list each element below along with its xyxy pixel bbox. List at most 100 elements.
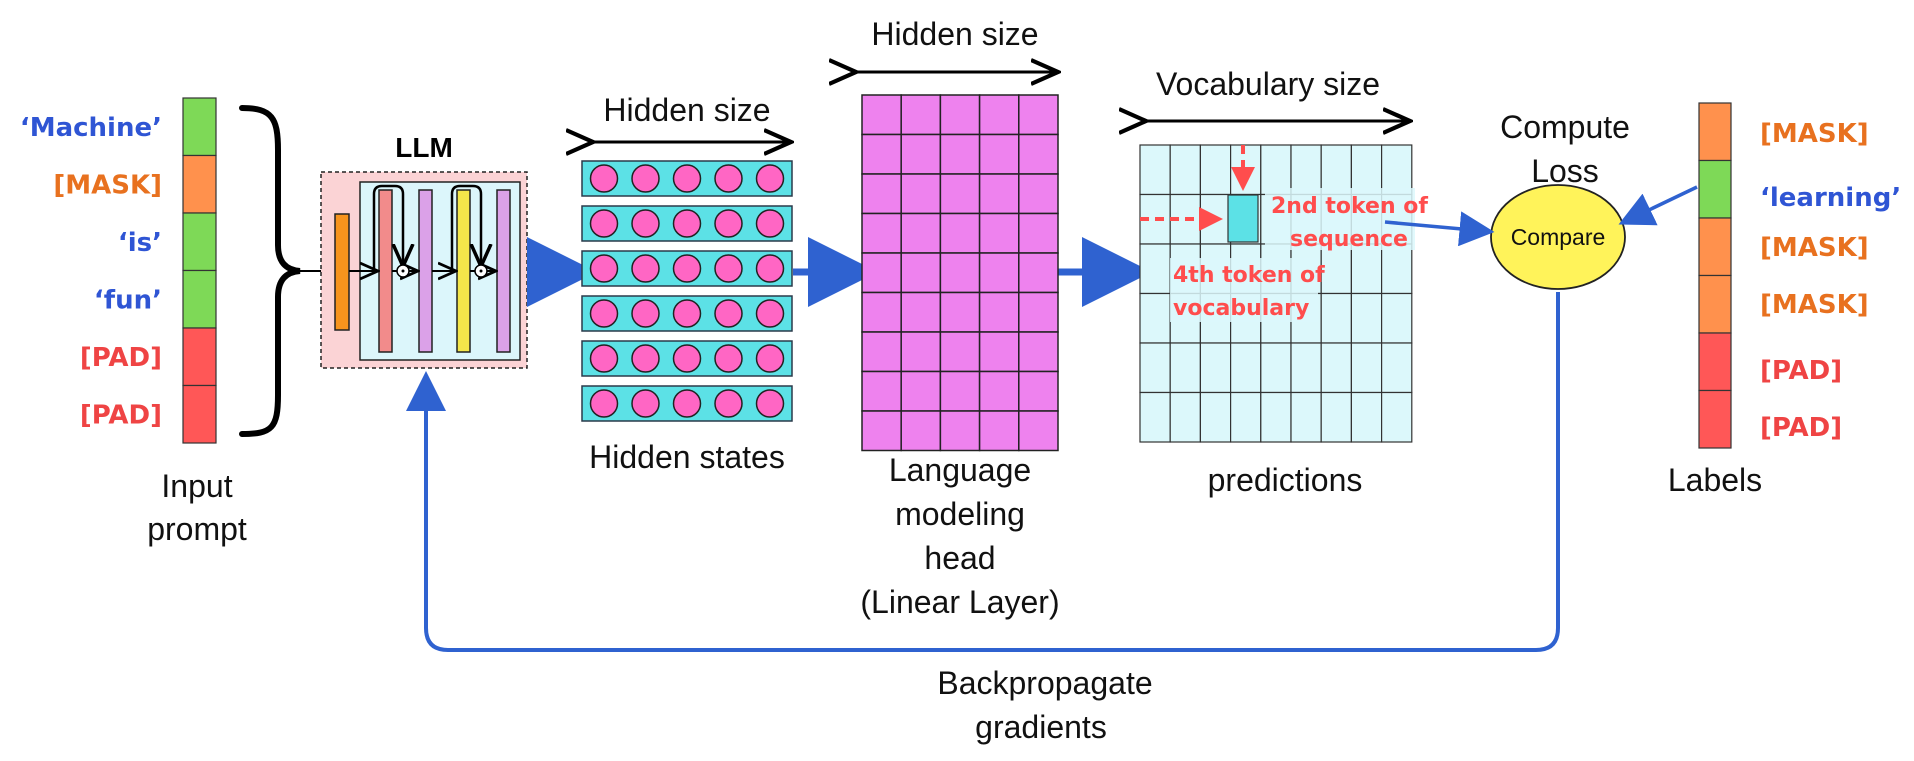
lm-head-size-label: Hidden size (871, 16, 1038, 52)
llm-residual-1 (372, 184, 403, 271)
label-token-text: [MASK] (1760, 233, 1869, 263)
hidden-unit (589, 299, 619, 328)
weight-cell (1018, 133, 1059, 175)
input-token-label: ‘is’ (118, 228, 162, 258)
prediction-cell (1320, 292, 1352, 344)
label-token-text: [PAD] (1760, 356, 1842, 386)
prediction-cell (1260, 342, 1292, 394)
prediction-cell (1229, 342, 1262, 394)
weight-cell (978, 252, 1020, 294)
lm-head-caption-line1: Language (889, 452, 1031, 488)
weight-cell (900, 331, 942, 373)
sequence-annotation-line1: 2nd token of (1271, 194, 1428, 219)
weight-cell (978, 212, 1020, 254)
label-token-column (1698, 102, 1732, 449)
prediction-cell (1199, 144, 1232, 196)
weight-cell (978, 331, 1020, 373)
hidden-unit (714, 254, 743, 283)
weight-cell (900, 291, 942, 333)
input-token-cell (182, 384, 217, 444)
compute-loss-title-line1: Compute (1500, 109, 1630, 145)
input-token-label: ‘fun’ (94, 286, 162, 316)
weight-cell (1018, 291, 1059, 333)
weight-cell (978, 291, 1020, 333)
weight-cell (900, 370, 942, 412)
hidden-unit (631, 299, 660, 328)
weight-cell (861, 331, 902, 373)
prediction-cell (1380, 342, 1413, 394)
weight-cell (861, 212, 902, 254)
prediction-cell (1290, 342, 1322, 394)
vocabulary-annotation-line2: vocabulary (1173, 296, 1309, 321)
weight-cell (900, 94, 942, 136)
input-brace (239, 105, 301, 437)
llm-label: LLM (395, 132, 453, 163)
vocabulary-annotation: 4th token of vocabulary (1170, 258, 1325, 322)
weight-cell (939, 331, 981, 373)
hidden-unit (589, 254, 619, 283)
hidden-unit (755, 209, 785, 238)
weight-cell (861, 173, 902, 215)
hidden-unit (672, 389, 702, 418)
hidden-states-grid (581, 160, 793, 422)
labels-to-compare-arrow (1618, 185, 1698, 226)
input-caption-line2: prompt (147, 511, 247, 547)
prediction-cell (1199, 391, 1232, 443)
prediction-cell (1290, 391, 1322, 443)
backprop-caption-line2: gradients (975, 709, 1107, 745)
weight-cell (900, 252, 942, 294)
prediction-cell (1380, 144, 1413, 196)
prediction-cell (1380, 243, 1413, 295)
hidden-unit (631, 389, 660, 418)
hidden-unit (714, 299, 743, 328)
weight-cell (1018, 173, 1059, 215)
hidden-unit (672, 209, 702, 238)
llm-norm-layer-2 (496, 189, 511, 353)
hidden-unit (755, 254, 785, 283)
prediction-cell (1290, 144, 1322, 196)
prediction-cell (1380, 292, 1413, 344)
prediction-cell (1350, 292, 1383, 344)
weight-cell (861, 133, 902, 175)
label-token-text: ‘learning’ (1760, 183, 1901, 213)
label-token-texts: [MASK]‘learning’[MASK][MASK][PAD][PAD] (1760, 119, 1901, 443)
prediction-cell (1139, 243, 1171, 295)
prediction-cell (1229, 391, 1262, 443)
label-token-cell (1698, 159, 1732, 219)
vocabulary-annotation-line1: 4th token of (1173, 263, 1325, 288)
hidden-unit (672, 299, 702, 328)
input-token-cell (182, 327, 217, 387)
input-caption-line1: Input (161, 468, 232, 504)
lm-head-caption-line2: modeling (895, 496, 1025, 532)
hidden-unit (631, 164, 660, 193)
prediction-cell (1169, 391, 1201, 443)
lm-head-grid (861, 94, 1059, 452)
prediction-cell (1350, 144, 1383, 196)
labels-caption: Labels (1668, 462, 1762, 498)
hidden-unit (714, 389, 743, 418)
hidden-unit (755, 389, 785, 418)
weight-cell (978, 173, 1020, 215)
selected-prediction-cell (1227, 194, 1259, 243)
label-token-text: [MASK] (1760, 119, 1869, 149)
vocabulary-size-label: Vocabulary size (1156, 66, 1380, 102)
hidden-states-size-label: Hidden size (603, 92, 770, 128)
hidden-unit (631, 254, 660, 283)
input-token-cell (182, 269, 217, 329)
hidden-unit (755, 299, 785, 328)
hidden-unit (755, 344, 785, 373)
weight-cell (978, 370, 1020, 412)
weight-cell (939, 370, 981, 412)
hidden-unit (589, 164, 619, 193)
predictions-to-compare-arrow (1384, 211, 1495, 247)
label-token-cell (1698, 102, 1732, 162)
hidden-unit (589, 344, 619, 373)
weight-cell (978, 410, 1020, 452)
weight-cell (939, 173, 981, 215)
hidden-unit (672, 254, 702, 283)
prediction-cell (1260, 391, 1292, 443)
prediction-cell (1139, 144, 1171, 196)
sequence-annotation: 2nd token of sequence (1265, 188, 1428, 252)
hidden-unit (631, 344, 660, 373)
hidden-unit (755, 164, 785, 193)
